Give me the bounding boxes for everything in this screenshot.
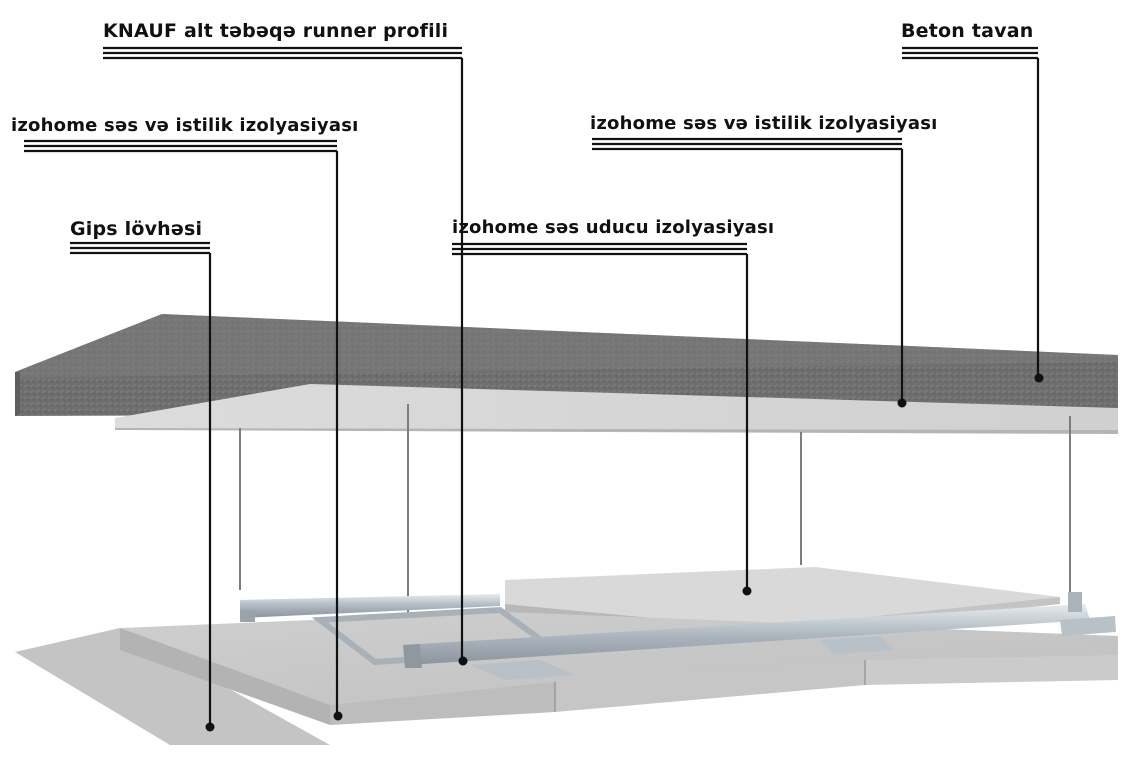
suspension-hangers <box>239 404 1071 620</box>
ceiling-insulation-panel <box>115 384 1118 434</box>
dot-gypsum-board <box>205 722 215 732</box>
label-acoustic-insulation: izohome səs uducu izolyasiyası <box>452 217 775 238</box>
label-thermal-insulation-right: izohome səs və istilik izolyasiyası <box>590 113 938 134</box>
leader-lines <box>24 46 1040 727</box>
label-concrete-ceiling: Beton tavan <box>901 20 1034 42</box>
runner-profiles <box>240 592 1116 680</box>
gypsum-boards <box>120 612 1118 725</box>
dot-thermal-insulation-right <box>897 398 907 408</box>
leader-dots <box>205 373 1044 732</box>
dot-thermal-insulation-left <box>333 711 343 721</box>
dot-runner-profile <box>458 656 468 666</box>
label-thermal-insulation-left: izohome səs və istilik izolyasiyası <box>11 115 359 136</box>
label-gypsum-board: Gips lövhəsi <box>70 218 203 240</box>
label-runner-profile: KNAUF alt təbəqə runner profili <box>103 20 449 42</box>
dot-concrete-ceiling <box>1034 373 1044 383</box>
dot-acoustic-insulation <box>742 586 752 596</box>
floor-shadow <box>15 628 330 745</box>
